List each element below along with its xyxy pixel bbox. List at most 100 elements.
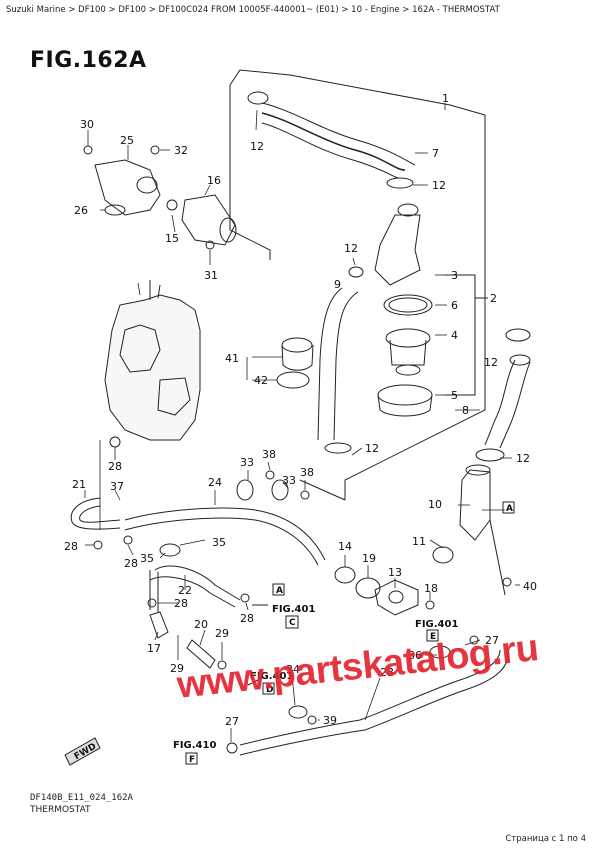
callout-28: 28 <box>240 612 254 625</box>
bolt-part <box>226 742 238 754</box>
callout-10: 10 <box>428 498 442 511</box>
bolt-part <box>93 540 103 550</box>
breadcrumb: Suzuki Marine > DF100 > DF100 > DF100C02… <box>6 5 500 15</box>
callout-30: 30 <box>80 118 94 131</box>
callout-42: 42 <box>254 374 268 387</box>
fig-ref-401[interactable]: FIG.401 <box>250 671 293 682</box>
callout-18: 18 <box>424 582 438 595</box>
ref-box <box>502 501 515 514</box>
clip-part <box>475 448 505 462</box>
callout-7: 7 <box>432 147 439 160</box>
clip-part <box>509 354 531 366</box>
hose-part <box>317 287 343 441</box>
leader-line <box>171 214 176 233</box>
callout-9: 9 <box>334 278 341 291</box>
leader-line <box>114 489 121 501</box>
hose-part <box>124 507 326 561</box>
callout-36: 36 <box>408 649 422 662</box>
hose-part <box>484 359 516 446</box>
leader-line <box>159 552 166 559</box>
clip-part <box>236 479 254 501</box>
callout-27: 27 <box>485 634 499 647</box>
bolt-part <box>217 660 227 670</box>
callout-4: 4 <box>451 329 458 342</box>
ring-part <box>432 546 454 564</box>
bolt-part <box>123 535 133 545</box>
callout-27: 27 <box>225 715 239 728</box>
bolt-part <box>300 490 310 500</box>
callout-5: 5 <box>451 389 458 402</box>
fig-ref-401[interactable]: FIG.401 <box>272 604 315 615</box>
bolt-part <box>265 470 275 480</box>
ref-letter-e: E <box>430 632 436 642</box>
ref-arrow <box>247 677 263 686</box>
hose-part <box>154 565 241 601</box>
leader-line <box>489 519 506 596</box>
leader-line <box>245 602 249 611</box>
leader-line <box>282 481 289 489</box>
thermostat-part <box>395 364 421 376</box>
fig-ref-410[interactable]: FIG.410 <box>173 740 216 751</box>
ring-part <box>388 297 428 313</box>
engine-detail <box>157 284 161 299</box>
frame-line <box>299 479 346 501</box>
callout-15: 15 <box>165 232 179 245</box>
leader-line <box>199 629 206 646</box>
callout-6: 6 <box>451 299 458 312</box>
leader-line <box>351 447 363 456</box>
callout-26: 26 <box>74 204 88 217</box>
leader-line <box>179 539 206 546</box>
ref-letter-a: A <box>276 586 283 596</box>
bolt-part <box>166 199 178 211</box>
diagram-code: DF140B_E11_024_162A <box>30 793 133 803</box>
callout-39: 39 <box>323 714 337 727</box>
ref-letter-c: C <box>289 618 296 628</box>
bolt-part <box>150 145 160 155</box>
leader-line <box>464 639 481 646</box>
hose-part <box>261 102 416 166</box>
ring-part <box>104 204 126 216</box>
ref-box <box>285 615 299 629</box>
ring-part <box>281 344 314 371</box>
leader-line <box>255 109 258 131</box>
housing-part <box>397 203 419 217</box>
leader-line <box>127 544 134 556</box>
callout-12: 12 <box>250 140 264 153</box>
callout-35: 35 <box>212 536 226 549</box>
engine-detail <box>119 324 161 373</box>
frame-line <box>229 85 271 260</box>
bolt-part <box>240 593 250 603</box>
leader-line <box>267 461 271 471</box>
leader-line <box>364 677 381 721</box>
bolt-part <box>469 635 479 645</box>
ring-part <box>281 337 313 353</box>
callout-37: 37 <box>110 480 124 493</box>
callout-11: 11 <box>412 535 426 548</box>
hose-part <box>261 122 399 179</box>
fitting-part <box>465 464 491 476</box>
ref-letter-f: F <box>189 755 195 765</box>
callout-24: 24 <box>208 476 222 489</box>
fig-ref-401[interactable]: FIG.401 <box>415 619 458 630</box>
callout-34: 34 <box>286 663 300 676</box>
ring-part <box>377 394 433 417</box>
thermostat-part <box>389 339 427 366</box>
leader-line <box>137 282 141 296</box>
hose-part <box>239 649 509 756</box>
clip-part <box>348 266 364 278</box>
leader-line <box>352 257 356 266</box>
clip-part <box>159 543 181 557</box>
bolt-part <box>205 240 215 250</box>
ref-box <box>426 629 439 642</box>
callout-14: 14 <box>338 540 352 553</box>
leader-line <box>154 631 159 641</box>
leader-line <box>291 674 296 706</box>
callout-38: 38 <box>262 448 276 461</box>
callout-31: 31 <box>204 269 218 282</box>
ring-part <box>276 371 310 389</box>
callout-1: 1 <box>442 92 449 105</box>
bolt-part <box>502 577 512 587</box>
callout-3: 3 <box>451 269 458 282</box>
cover-part <box>181 194 236 246</box>
ref-letter-d: D <box>266 685 273 695</box>
